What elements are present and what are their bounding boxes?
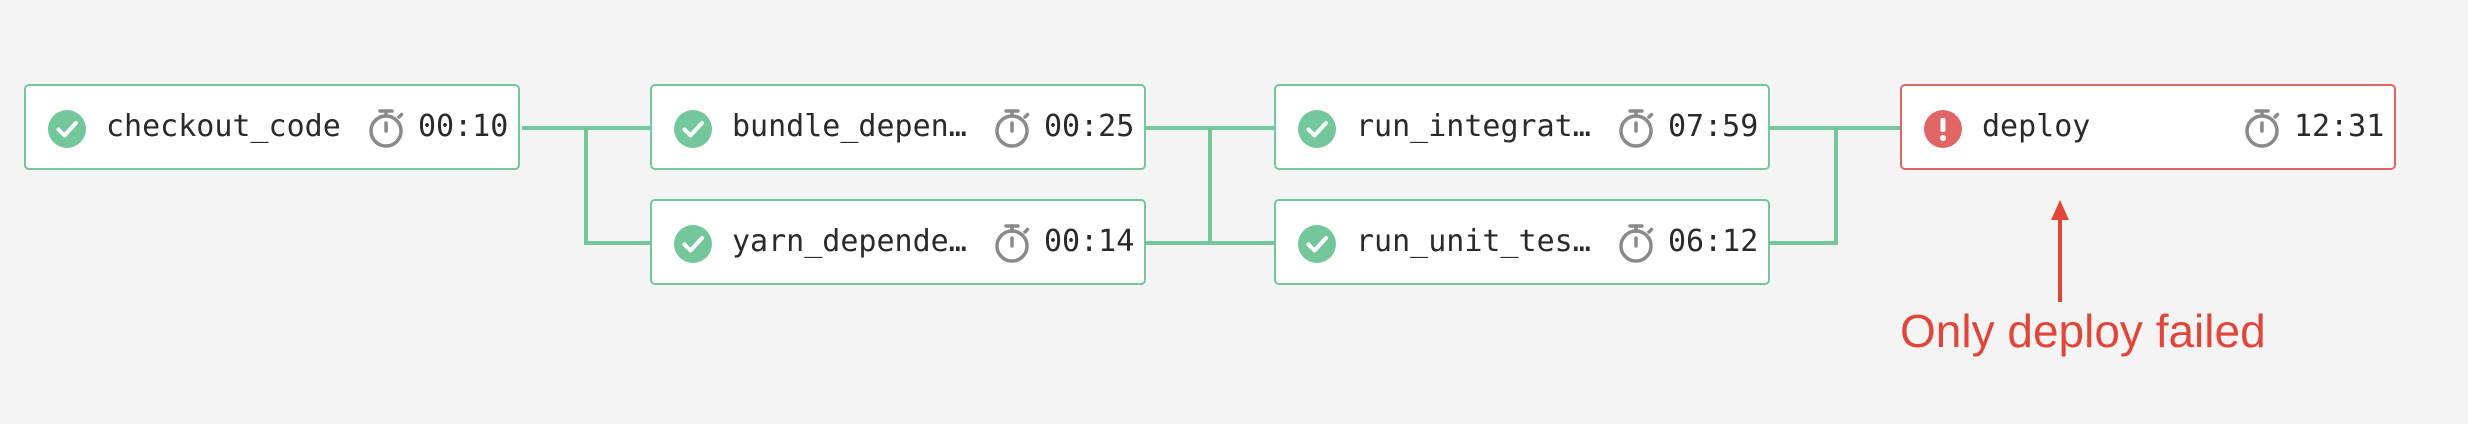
check-circle-icon: [1298, 110, 1336, 148]
job-duration: 07:59: [1668, 109, 1759, 144]
job-card[interactable]: yarn_depende… 00:14: [650, 199, 1146, 285]
stopwatch-icon: [1616, 222, 1656, 264]
job-card[interactable]: bundle_depen… 00:25: [650, 84, 1146, 170]
job-name: run_unit_tes…: [1356, 224, 1591, 259]
job-duration: 06:12: [1668, 224, 1759, 259]
job-duration: 00:14: [1044, 224, 1135, 259]
job-duration: 00:25: [1044, 109, 1135, 144]
check-circle-icon: [674, 110, 712, 148]
job-name: yarn_depende…: [732, 224, 967, 259]
stopwatch-icon: [992, 107, 1032, 149]
annotation-text: Only deploy failed: [1900, 305, 2266, 357]
job-name: deploy: [1982, 109, 2091, 144]
job-card[interactable]: deploy 12:31: [1900, 84, 2396, 170]
check-circle-icon: [48, 110, 86, 148]
stopwatch-icon: [366, 107, 406, 149]
job-name: checkout_code: [106, 109, 341, 144]
job-card[interactable]: run_integrat… 07:59: [1274, 84, 1770, 170]
job-card[interactable]: checkout_code 00:10: [24, 84, 520, 170]
check-circle-icon: [1298, 225, 1336, 263]
connector-stage2-branch: [584, 128, 650, 245]
arrow-up-icon: [2051, 200, 2069, 302]
check-circle-icon: [674, 225, 712, 263]
job-name: bundle_depen…: [732, 109, 967, 144]
job-duration: 00:10: [418, 109, 509, 144]
stopwatch-icon: [992, 222, 1032, 264]
job-name: run_integrat…: [1356, 109, 1591, 144]
job-card[interactable]: run_unit_tes… 06:12: [1274, 199, 1770, 285]
stopwatch-icon: [2242, 107, 2282, 149]
stopwatch-icon: [1616, 107, 1656, 149]
connector-unit-to-deploy: [1770, 128, 1838, 245]
exclamation-circle-icon: [1924, 110, 1962, 148]
job-duration: 12:31: [2294, 109, 2385, 144]
